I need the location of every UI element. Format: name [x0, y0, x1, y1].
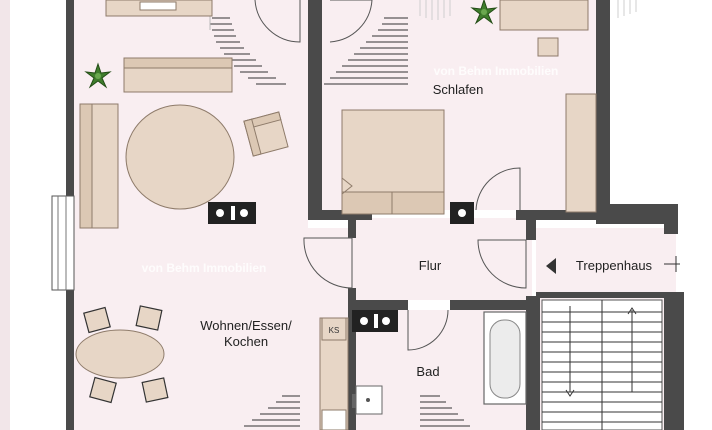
watermark: von Behm Immobilien	[434, 64, 559, 78]
bathtub	[483, 311, 527, 405]
room-label-wohnen-line1: Wohnen/Essen/	[200, 318, 292, 333]
door-wohnen-flur	[303, 237, 353, 289]
door-bad	[407, 309, 449, 351]
stairs-bottom-left	[244, 395, 300, 427]
plant-icon	[470, 0, 498, 25]
wall-flur-right	[526, 220, 536, 240]
wall-flur-left	[348, 218, 356, 238]
room-label-treppenhaus: Treppenhaus	[576, 258, 653, 273]
ks-label: KS	[329, 326, 340, 335]
window-left	[51, 195, 75, 291]
room-label-schlafen: Schlafen	[433, 82, 484, 97]
furniture-dresser	[499, 0, 589, 31]
wall-stair-right	[664, 204, 678, 234]
wall-schlafen-right	[596, 0, 610, 214]
watermark: von Behm Immobilien	[142, 261, 267, 275]
outlet-icon	[208, 202, 256, 224]
wall-bad-left	[348, 288, 356, 430]
roof-right	[612, 0, 712, 24]
floor-treppenhaus	[536, 228, 676, 294]
door-flur-stair	[477, 239, 527, 289]
wall-top-stair	[536, 292, 664, 298]
furniture-round-table	[125, 104, 235, 210]
staircase	[541, 299, 663, 430]
room-label-flur: Flur	[419, 258, 442, 273]
wall-left-lower	[66, 290, 74, 430]
furniture-bed	[341, 109, 445, 215]
outlet-icon	[450, 202, 474, 224]
dining-chair	[83, 306, 111, 334]
wall-flur-right-lower	[526, 296, 540, 430]
floor-wohnen-lower	[72, 228, 352, 430]
arrow-left-icon	[546, 258, 556, 274]
wall-bad-top-b	[450, 300, 536, 310]
outlet-icon	[352, 310, 398, 332]
door-schlafen-top	[329, 0, 373, 43]
fridge-ks	[321, 317, 347, 341]
furniture-armchair	[243, 111, 289, 157]
wall-stair-right-lower	[664, 292, 684, 430]
stairs-top-right	[324, 17, 408, 85]
room-label-bad: Bad	[416, 364, 439, 379]
furniture-stool	[537, 37, 559, 57]
floor-flur	[352, 218, 532, 300]
door-schlafen-flur	[475, 167, 521, 211]
room-label-wohnen-line2: Kochen	[224, 334, 268, 349]
dining-chair	[141, 377, 169, 403]
wall-wohnen-schlafen	[308, 0, 322, 218]
furniture-wardrobe	[565, 93, 597, 213]
door-wohnen-top	[254, 0, 301, 43]
wall-schlafen-bottom-b	[516, 210, 610, 220]
stairs-bottom-right	[420, 395, 470, 427]
dining-chair	[135, 305, 163, 331]
dining-chair	[89, 376, 117, 404]
furniture-dining-table	[75, 329, 165, 379]
wall-stair-top	[596, 204, 678, 224]
plant-icon	[84, 62, 112, 89]
wall-bad-top	[348, 300, 408, 310]
sink	[355, 385, 383, 415]
wall-schlafen-bottom-a	[308, 210, 372, 220]
wall-left	[66, 0, 74, 196]
